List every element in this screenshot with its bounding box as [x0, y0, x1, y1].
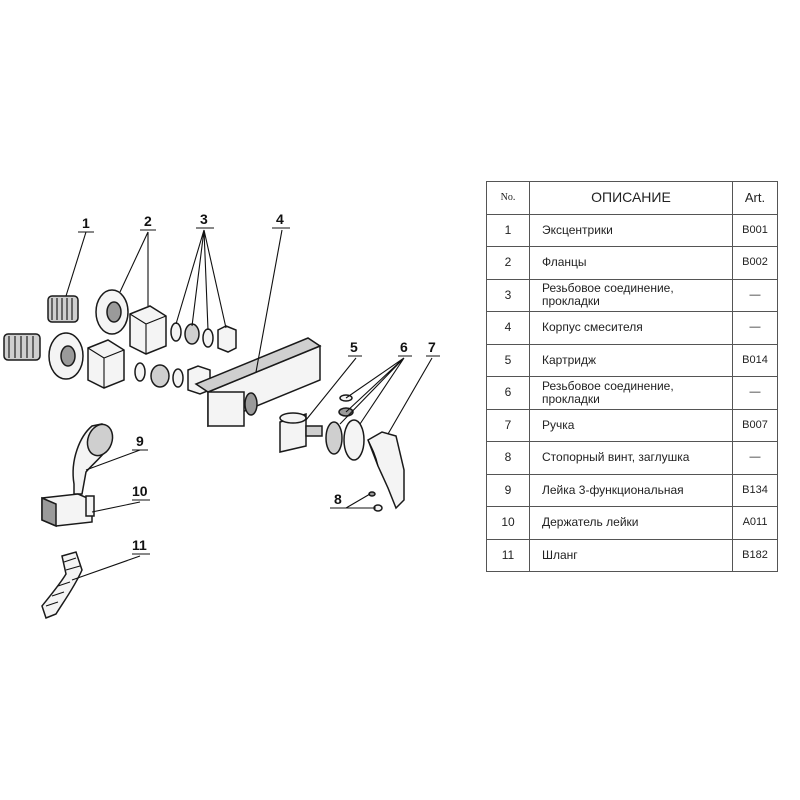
- row-art: B007: [732, 408, 778, 442]
- shower-holder: [41, 493, 95, 528]
- row-art: —: [732, 441, 778, 475]
- row-art: B134: [732, 473, 778, 507]
- row-art: B002: [732, 246, 778, 280]
- row-no: 7: [486, 408, 530, 442]
- row-no: 11: [486, 538, 530, 572]
- eccentric-lower: [3, 333, 41, 361]
- row-art: —: [732, 278, 778, 312]
- row-description: Шланг: [529, 538, 733, 572]
- callout-3: 3: [200, 211, 208, 227]
- row-description: Резьбовое соединение, прокладки: [529, 278, 733, 312]
- callout-6: 6: [400, 339, 408, 355]
- shower-head: [72, 423, 114, 495]
- handle: [367, 431, 405, 510]
- row-description: Корпус смесителя: [529, 311, 733, 345]
- mount-block-upper: [129, 305, 167, 355]
- callout-11: 11: [132, 537, 147, 553]
- callout-2: 2: [144, 213, 152, 229]
- row-art: B182: [732, 538, 778, 572]
- leader-lines: [65, 227, 440, 581]
- cartridge: [279, 412, 323, 453]
- flange-upper: [95, 289, 129, 335]
- row-no: 9: [486, 473, 530, 507]
- exploded-parts-diagram: 1 2 3 4 5 6 7 8 9 10 11: [3, 211, 440, 619]
- callout-9: 9: [136, 433, 144, 449]
- row-description: Стопорный винт, заглушка: [529, 441, 733, 475]
- header-art: Art.: [732, 181, 778, 215]
- row-no: 4: [486, 311, 530, 345]
- hose: [41, 551, 83, 619]
- callout-8: 8: [334, 491, 342, 507]
- row-description: Лейка 3-функциональная: [529, 473, 733, 507]
- callout-7: 7: [428, 339, 436, 355]
- row-description: Резьбовое соединение, прокладки: [529, 376, 733, 410]
- row-description: Фланцы: [529, 246, 733, 280]
- flange-lower: [48, 332, 84, 380]
- row-description: Держатель лейки: [529, 506, 733, 540]
- row-no: 3: [486, 278, 530, 312]
- row-no: 10: [486, 506, 530, 540]
- row-art: —: [732, 311, 778, 345]
- row-description: Ручка: [529, 408, 733, 442]
- callout-10: 10: [132, 483, 148, 499]
- eccentric-upper: [47, 295, 79, 323]
- header-description: ОПИСАНИЕ: [529, 181, 733, 215]
- callout-5: 5: [350, 339, 358, 355]
- row-art: A011: [732, 506, 778, 540]
- row-art: —: [732, 376, 778, 410]
- row-art: B001: [732, 213, 778, 247]
- threaded-connection-lower: [134, 362, 211, 395]
- row-no: 6: [486, 376, 530, 410]
- row-no: 1: [486, 213, 530, 247]
- callout-1: 1: [82, 215, 90, 231]
- row-art: B014: [732, 343, 778, 377]
- header-no: No.: [486, 181, 530, 215]
- row-no: 2: [486, 246, 530, 280]
- row-no: 8: [486, 441, 530, 475]
- row-no: 5: [486, 343, 530, 377]
- row-description: Картридж: [529, 343, 733, 377]
- table-header-row: No. ОПИСАНИЕ Art.: [486, 181, 778, 215]
- mount-block-lower: [87, 339, 125, 389]
- mixer-body: [194, 337, 322, 428]
- callout-4: 4: [276, 211, 284, 227]
- row-description: Эксцентрики: [529, 213, 733, 247]
